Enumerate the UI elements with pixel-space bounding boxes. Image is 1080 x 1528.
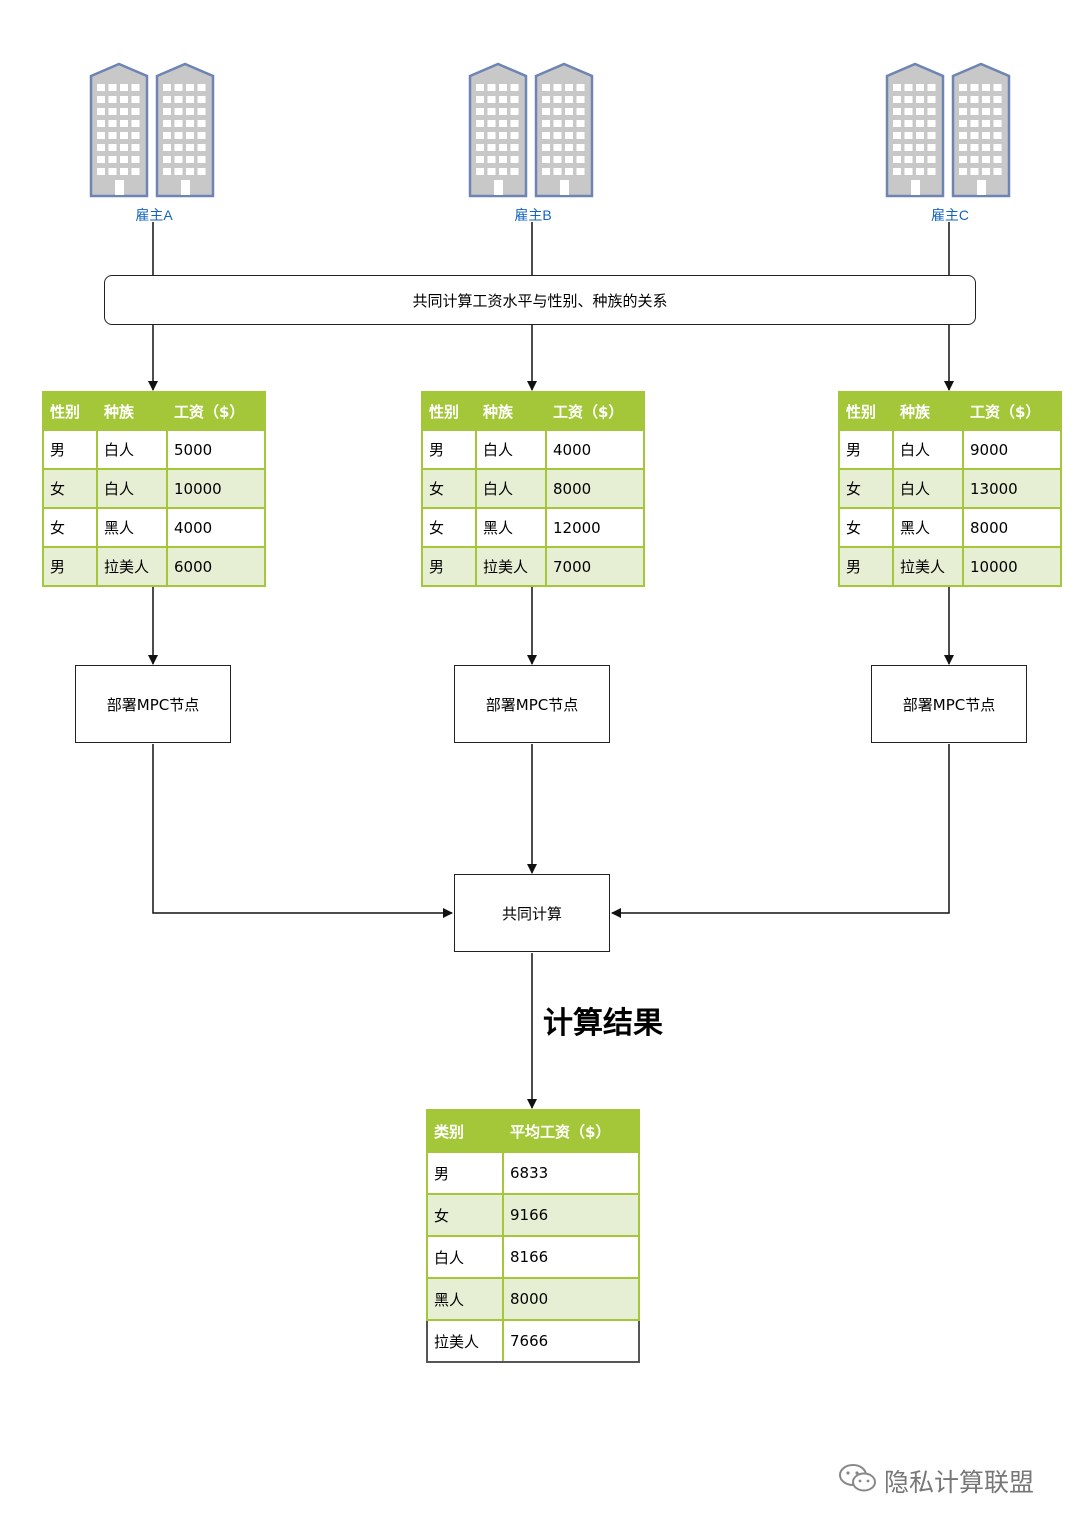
table-row: 女 9166 bbox=[426, 1193, 640, 1237]
cell: 拉美人 bbox=[96, 546, 168, 587]
wechat-icon bbox=[838, 1462, 878, 1500]
table-row: 男 白人 9000 bbox=[838, 429, 1062, 470]
result-label: 计算结果 bbox=[543, 1006, 663, 1041]
cell: 男 bbox=[421, 429, 477, 470]
salary-table-c: 性别 种族 工资（$） 男 白人 9000 女 白人 13000 女 黑人 80… bbox=[838, 391, 1062, 587]
cell: 白人 bbox=[426, 1235, 504, 1279]
cell: 8000 bbox=[502, 1277, 640, 1321]
header-race: 种族 bbox=[475, 391, 547, 431]
table-row: 女 白人 10000 bbox=[42, 468, 266, 509]
cell: 白人 bbox=[475, 429, 547, 470]
table-row: 女 黑人 4000 bbox=[42, 507, 266, 548]
header-salary: 工资（$） bbox=[962, 391, 1062, 431]
cell: 白人 bbox=[96, 429, 168, 470]
building-b-icon bbox=[468, 62, 598, 202]
watermark-text: 隐私计算联盟 bbox=[884, 1468, 1035, 1497]
table-row: 女 白人 8000 bbox=[421, 468, 645, 509]
mpc-node-a: 部署MPC节点 bbox=[75, 665, 231, 743]
cell: 女 bbox=[426, 1193, 504, 1237]
table-row: 女 黑人 8000 bbox=[838, 507, 1062, 548]
cell: 4000 bbox=[545, 429, 645, 470]
table-row: 男 拉美人 7000 bbox=[421, 546, 645, 587]
cell: 8166 bbox=[502, 1235, 640, 1279]
cell: 7666 bbox=[502, 1319, 640, 1363]
cell: 白人 bbox=[892, 429, 964, 470]
cell: 4000 bbox=[166, 507, 266, 548]
table-row: 拉美人 7666 bbox=[426, 1319, 640, 1363]
table-row: 男 白人 5000 bbox=[42, 429, 266, 470]
watermark: 隐私计算联盟 bbox=[838, 1462, 1034, 1500]
cell: 拉美人 bbox=[426, 1319, 504, 1363]
mpc-node-b: 部署MPC节点 bbox=[454, 665, 610, 743]
cell: 女 bbox=[42, 468, 98, 509]
header-salary: 工资（$） bbox=[545, 391, 645, 431]
header-salary: 工资（$） bbox=[166, 391, 266, 431]
cell: 男 bbox=[42, 546, 98, 587]
joint-goal-banner: 共同计算工资水平与性别、种族的关系 bbox=[104, 275, 976, 325]
cell: 白人 bbox=[892, 468, 964, 509]
cell: 黑人 bbox=[892, 507, 964, 548]
building-c-icon bbox=[885, 62, 1015, 202]
header-category: 类别 bbox=[426, 1109, 504, 1153]
cell: 10000 bbox=[962, 546, 1062, 587]
cell: 女 bbox=[838, 507, 894, 548]
cell: 女 bbox=[42, 507, 98, 548]
mpc-node-c: 部署MPC节点 bbox=[871, 665, 1027, 743]
cell: 黑人 bbox=[475, 507, 547, 548]
cell: 9000 bbox=[962, 429, 1062, 470]
cell: 白人 bbox=[475, 468, 547, 509]
cell: 女 bbox=[838, 468, 894, 509]
cell: 黑人 bbox=[426, 1277, 504, 1321]
arrow-mpc-c-joint bbox=[611, 744, 950, 918]
header-gender: 性别 bbox=[838, 391, 894, 431]
header-race: 种族 bbox=[96, 391, 168, 431]
employer-a-label: 雇主A bbox=[135, 207, 173, 223]
employer-b-label: 雇主B bbox=[514, 207, 552, 223]
table-row: 白人 8166 bbox=[426, 1235, 640, 1279]
table-row: 男 拉美人 10000 bbox=[838, 546, 1062, 587]
cell: 黑人 bbox=[96, 507, 168, 548]
cell: 男 bbox=[42, 429, 98, 470]
cell: 12000 bbox=[545, 507, 645, 548]
table-row: 男 白人 4000 bbox=[421, 429, 645, 470]
table-row: 黑人 8000 bbox=[426, 1277, 640, 1321]
cell: 男 bbox=[421, 546, 477, 587]
header-gender: 性别 bbox=[421, 391, 477, 431]
cell: 男 bbox=[426, 1151, 504, 1195]
cell: 拉美人 bbox=[475, 546, 547, 587]
cell: 男 bbox=[838, 546, 894, 587]
salary-table-b: 性别 种族 工资（$） 男 白人 4000 女 白人 8000 女 黑人 120… bbox=[421, 391, 645, 587]
table-row: 女 白人 13000 bbox=[838, 468, 1062, 509]
table-row: 女 黑人 12000 bbox=[421, 507, 645, 548]
building-a-icon bbox=[89, 62, 219, 202]
cell: 女 bbox=[421, 468, 477, 509]
header-race: 种族 bbox=[892, 391, 964, 431]
cell: 女 bbox=[421, 507, 477, 548]
cell: 白人 bbox=[96, 468, 168, 509]
cell: 8000 bbox=[545, 468, 645, 509]
salary-table-a: 性别 种族 工资（$） 男 白人 5000 女 白人 10000 女 黑人 40… bbox=[42, 391, 266, 587]
header-average-salary: 平均工资（$） bbox=[502, 1109, 640, 1153]
header-gender: 性别 bbox=[42, 391, 98, 431]
result-table: 类别 平均工资（$） 男 6833 女 9166 白人 8166 黑人 8000… bbox=[426, 1109, 640, 1363]
cell: 7000 bbox=[545, 546, 645, 587]
cell: 8000 bbox=[962, 507, 1062, 548]
cell: 男 bbox=[838, 429, 894, 470]
cell: 6833 bbox=[502, 1151, 640, 1195]
employer-c-label: 雇主C bbox=[930, 207, 970, 223]
table-row: 男 6833 bbox=[426, 1151, 640, 1195]
joint-compute-node: 共同计算 bbox=[454, 874, 610, 952]
cell: 拉美人 bbox=[892, 546, 964, 587]
cell: 6000 bbox=[166, 546, 266, 587]
cell: 5000 bbox=[166, 429, 266, 470]
cell: 10000 bbox=[166, 468, 266, 509]
cell: 9166 bbox=[502, 1193, 640, 1237]
table-row: 男 拉美人 6000 bbox=[42, 546, 266, 587]
cell: 13000 bbox=[962, 468, 1062, 509]
arrow-mpc-a-joint bbox=[152, 744, 453, 918]
